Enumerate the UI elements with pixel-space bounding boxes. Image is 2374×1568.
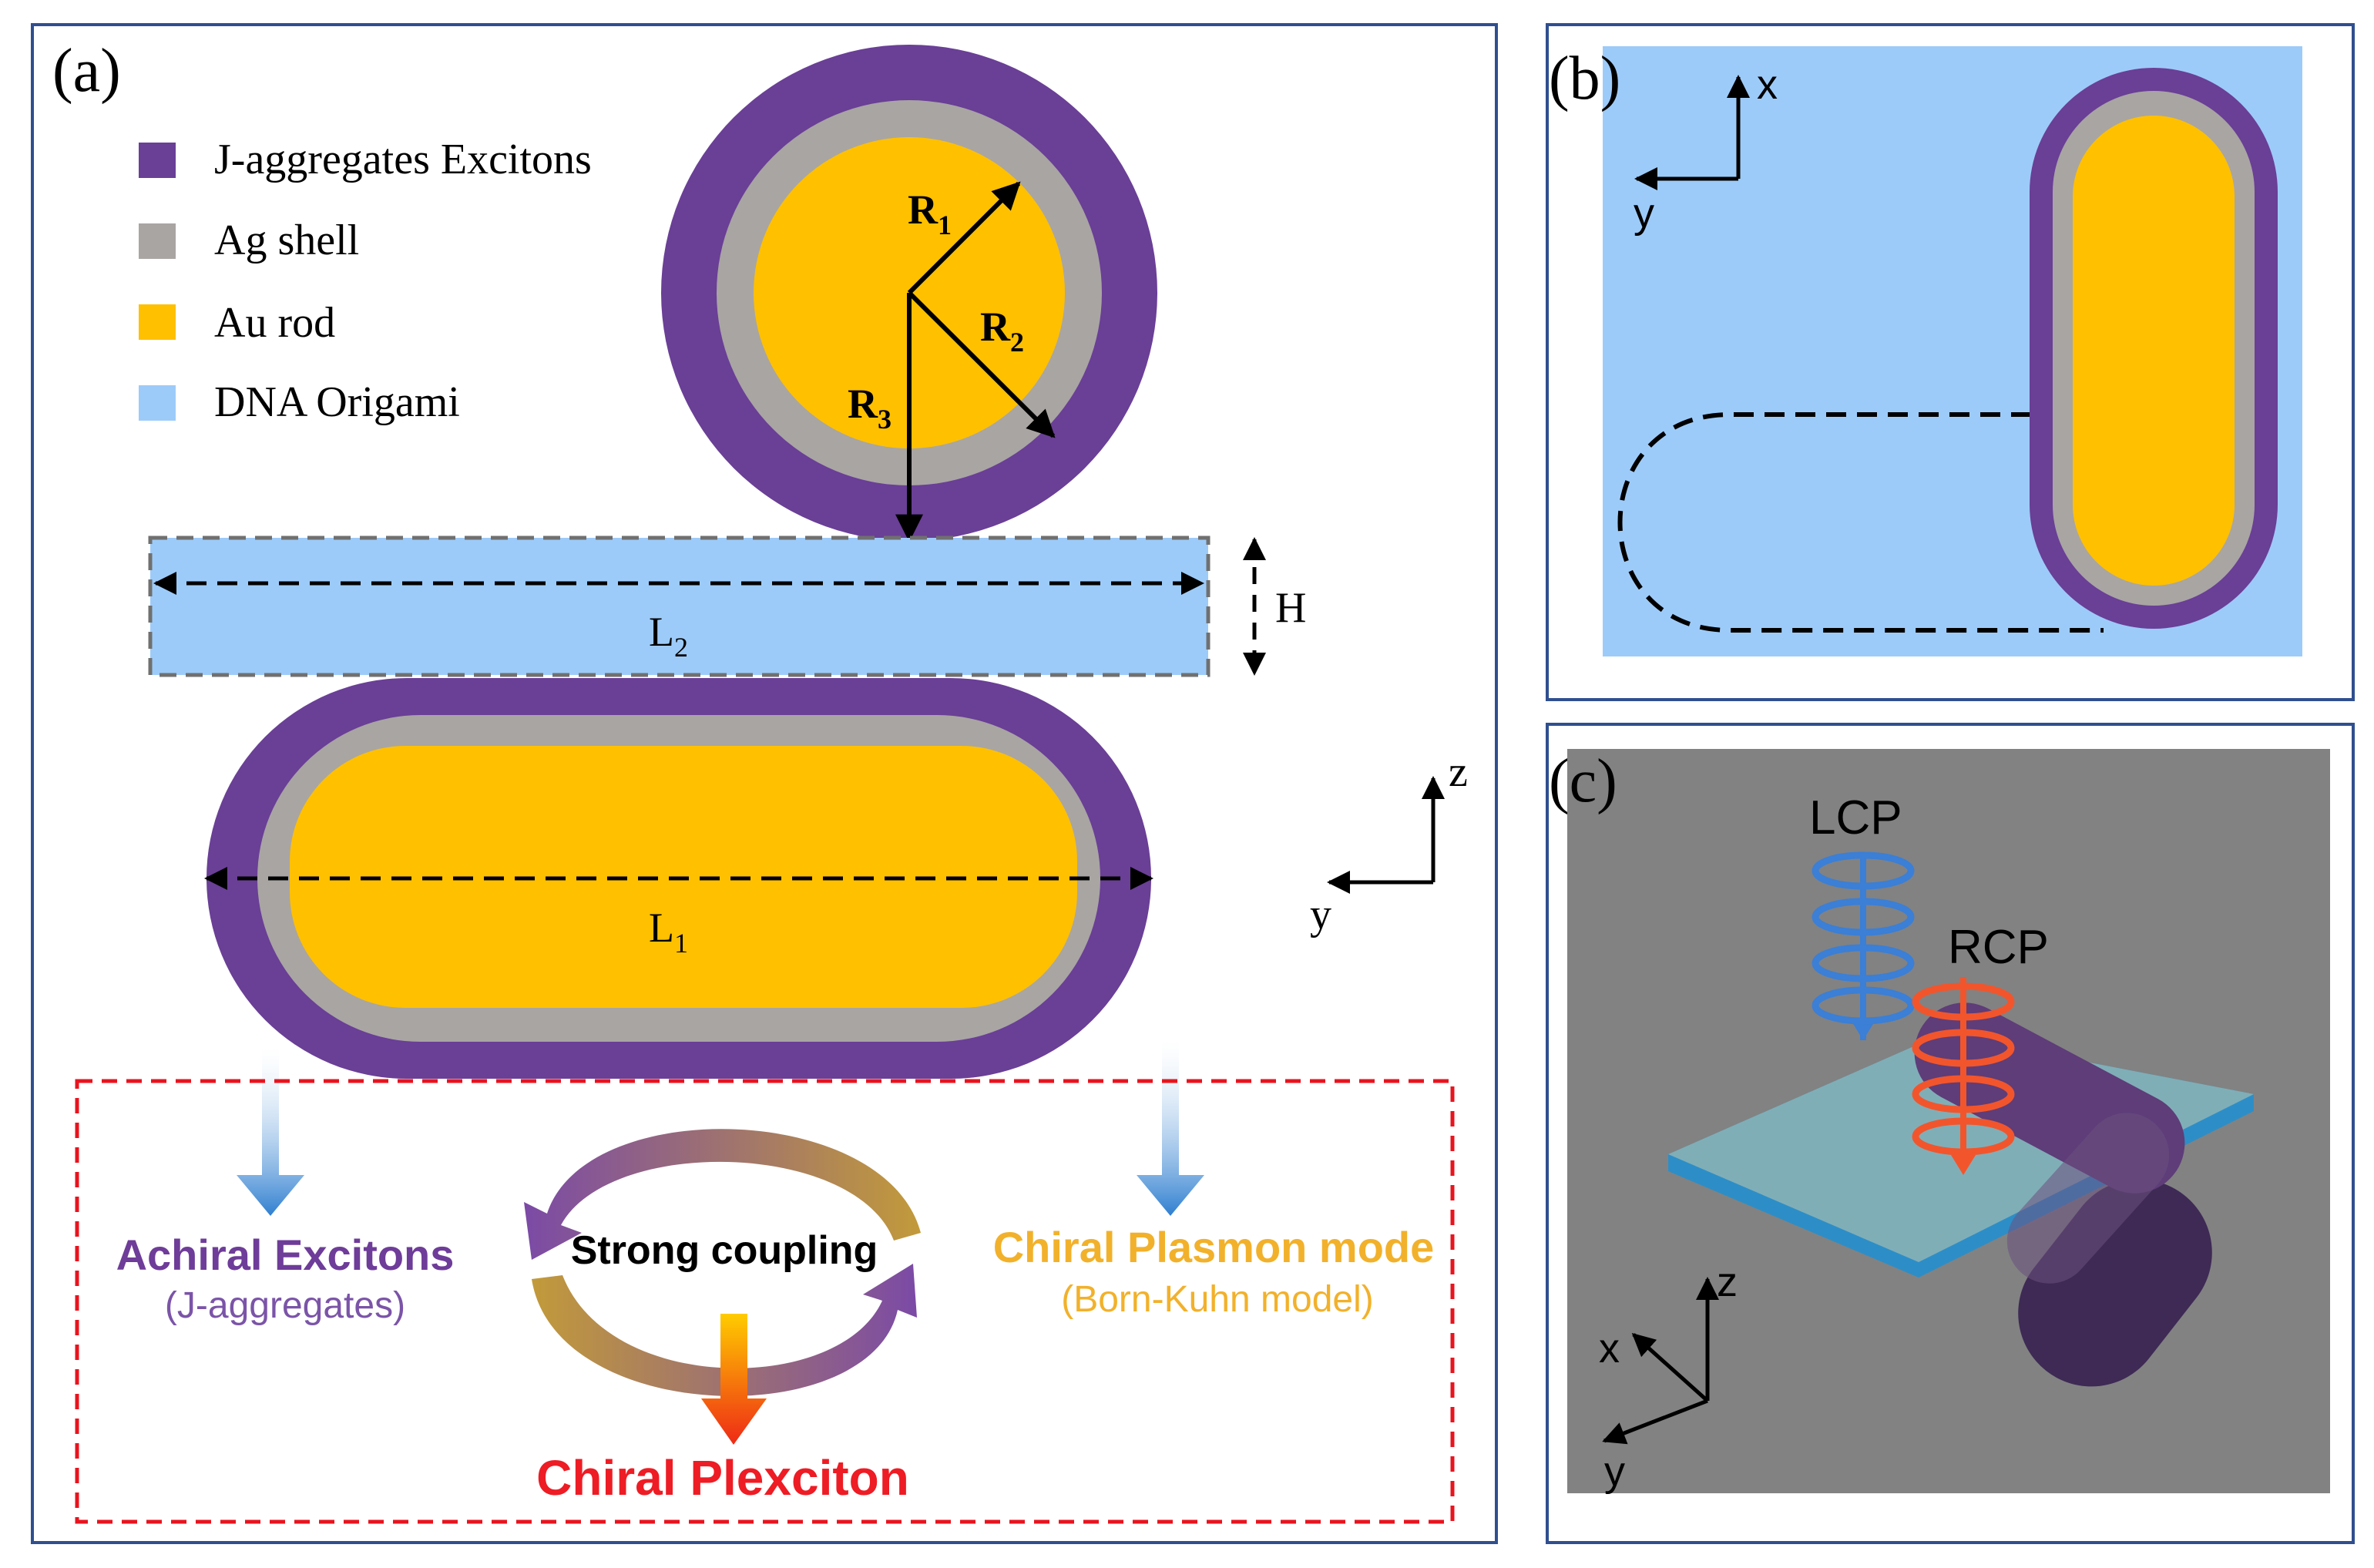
coupling-box: Achiral Excitons (J-aggregates) Strong c…	[75, 1079, 1455, 1524]
y-axis-c-label: y	[1604, 1449, 1625, 1495]
lower-rod-reflection	[2006, 1113, 2170, 1284]
h-label: H	[1275, 584, 1306, 632]
legend-exciton: J-aggregates Excitons	[214, 136, 592, 183]
l2-label: L2	[649, 609, 688, 663]
plexciton-arrow	[701, 1314, 767, 1445]
l1-label: L1	[649, 905, 688, 959]
dna-origami-rect	[148, 536, 1211, 677]
rcp-label: RCP	[1948, 921, 2049, 974]
y-axis-c	[1602, 1398, 1708, 1445]
legend: J-aggregates Excitons Ag shell Au rod DN…	[139, 136, 592, 426]
legend-swatch-au	[139, 304, 176, 340]
lcp-coil-4	[1812, 986, 1915, 1025]
dna-origami-side: L2 H	[148, 536, 1306, 677]
legend-au: Au rod	[214, 299, 335, 347]
legend-swatch-dna	[139, 385, 176, 421]
legend-swatch-ag	[139, 223, 176, 259]
panel-b: (b) x y	[1546, 23, 2355, 701]
chiral-plasmon-title: Chiral Plasmon mode	[993, 1223, 1435, 1271]
strong-coupling-label: Strong coupling	[571, 1228, 878, 1273]
r2-label: R2	[980, 304, 1024, 358]
plasmon-down-arrow	[1137, 1040, 1204, 1216]
rcp-coil-2	[1912, 1029, 2015, 1067]
achiral-excitons-title: Achiral Excitons	[116, 1231, 455, 1279]
y-axis-b-label: y	[1634, 190, 1654, 237]
panel-b-label: (b)	[1549, 45, 1620, 112]
coupling-frame	[75, 1079, 1455, 1524]
au-core-top	[2073, 116, 2235, 586]
r1-arrow	[907, 181, 1021, 295]
lcp-label: LCP	[1809, 791, 1902, 844]
y-axis-label: y	[1310, 891, 1331, 938]
rcp-coil-4	[1912, 1117, 2015, 1156]
chiral-plexciton-label: Chiral Plexciton	[536, 1450, 909, 1506]
axes-zy: z y	[1310, 748, 1468, 938]
lcp-arrowhead	[1851, 1020, 1875, 1040]
rcp-coil-1	[1912, 982, 2015, 1021]
nanorod-side: L1	[204, 678, 1153, 1079]
bottom-rod-outline	[1617, 412, 2104, 633]
legend-ag: Ag shell	[214, 217, 359, 264]
exciton-down-arrow	[237, 1048, 304, 1216]
r1-label: R1	[908, 186, 952, 240]
rod-cross-section: R1 R2 R3	[661, 45, 1157, 542]
z-axis-c-label: z	[1717, 1259, 1738, 1305]
r2-arrow	[907, 290, 1056, 438]
coupling-arc-bottom	[532, 1264, 917, 1396]
legend-dna: DNA Origami	[214, 378, 460, 426]
x-axis-c	[1631, 1332, 1709, 1402]
rcp-arrowhead	[1951, 1155, 1976, 1175]
achiral-excitons-sub: (J-aggregates)	[165, 1285, 405, 1326]
lcp-coil-1	[1812, 851, 1915, 890]
axes-3d: z x y	[1599, 1259, 1738, 1495]
lcp-coil-2	[1812, 898, 1915, 936]
panel-a-label: (a)	[52, 37, 121, 105]
panel-a: (a) J-aggregates Excitons Ag shell Au ro…	[31, 23, 1498, 1544]
rcp-coil-3	[1912, 1075, 2015, 1113]
lcp-beam: LCP	[1809, 791, 1915, 1040]
panel-c-label: (c)	[1549, 747, 1617, 815]
coupling-arc-top	[524, 1129, 921, 1260]
chiral-plasmon-sub: (Born-Kuhn model)	[1061, 1279, 1374, 1320]
z-axis-label: z	[1449, 748, 1468, 796]
panel-c: (c) LCP RCP	[1546, 723, 2355, 1544]
lcp-coil-3	[1812, 944, 1915, 982]
r3-label: R3	[848, 381, 892, 435]
rcp-beam: RCP	[1912, 921, 2049, 1175]
x-axis-b-label: x	[1757, 62, 1778, 108]
x-axis-c-label: x	[1599, 1325, 1620, 1372]
legend-swatch-exciton	[139, 143, 176, 178]
